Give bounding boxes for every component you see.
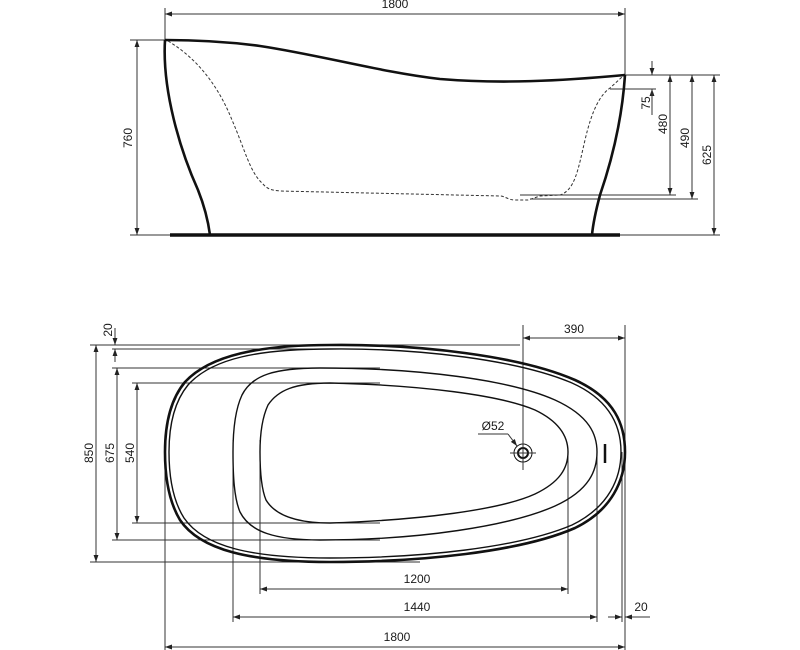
drain-diameter-callout: Ø52 [478,419,518,447]
dim-label-inner-depth: 480 [656,114,670,134]
dim-label-drain-to-end: 390 [564,322,584,336]
dim-label-foot-rim-height: 625 [700,145,714,165]
dim-label-overflow-offset: 75 [639,96,653,110]
dim-waste-depth: 490 [678,75,695,199]
dim-basin-length: 1200 [260,572,568,592]
dim-label-plan-length: 1800 [384,630,411,644]
plan-outer-rim [163,343,627,564]
dim-inner-rim-length: 1440 [233,600,597,620]
dim-foot-rim-height: 625 [700,75,717,235]
dim-label-basin-length: 1200 [404,572,431,586]
dim-label-rim-offset-end: 20 [634,600,648,614]
side-right-wall [590,74,627,236]
dim-label-basin-width: 540 [123,443,137,463]
dim-label-waste-depth: 490 [678,128,692,148]
dim-label-overall-height: 760 [121,128,135,148]
dim-basin-width: 540 [123,383,140,523]
dim-overall-width: 850 [82,345,99,562]
dim-drain-to-end: 390 [523,322,625,341]
plan-outer-rim-inner-edge [168,348,622,559]
dim-overall-height: 760 [121,40,140,235]
dim-label-inner-rim-width: 675 [103,443,117,463]
dim-label-rim-offset-top: 20 [101,323,115,337]
plan-inner-rim [232,367,598,541]
side-view: 1800 760 75 480 490 625 [121,0,720,237]
dim-label-drain-diameter: Ø52 [482,419,505,433]
dim-side-length: 1800 [165,0,625,17]
dim-rim-offset-top: 20 [101,323,118,362]
dim-label-side-length: 1800 [382,0,409,11]
dim-overflow-offset: 75 [639,61,655,115]
dim-plan-length: 1800 [165,630,625,650]
dim-rim-offset-end: 20 [608,600,650,620]
drain-icon [510,440,536,468]
plan-view: 20 850 675 540 390 1200 14 [82,322,650,650]
dim-inner-depth: 480 [656,75,673,195]
plan-basin [259,382,569,524]
side-rim-outline [164,38,626,83]
side-left-wall [163,39,212,236]
side-inner-basin [167,40,623,201]
dim-label-overall-width: 850 [82,443,96,463]
dim-inner-rim-width: 675 [103,368,120,540]
dim-label-inner-rim-length: 1440 [404,600,431,614]
